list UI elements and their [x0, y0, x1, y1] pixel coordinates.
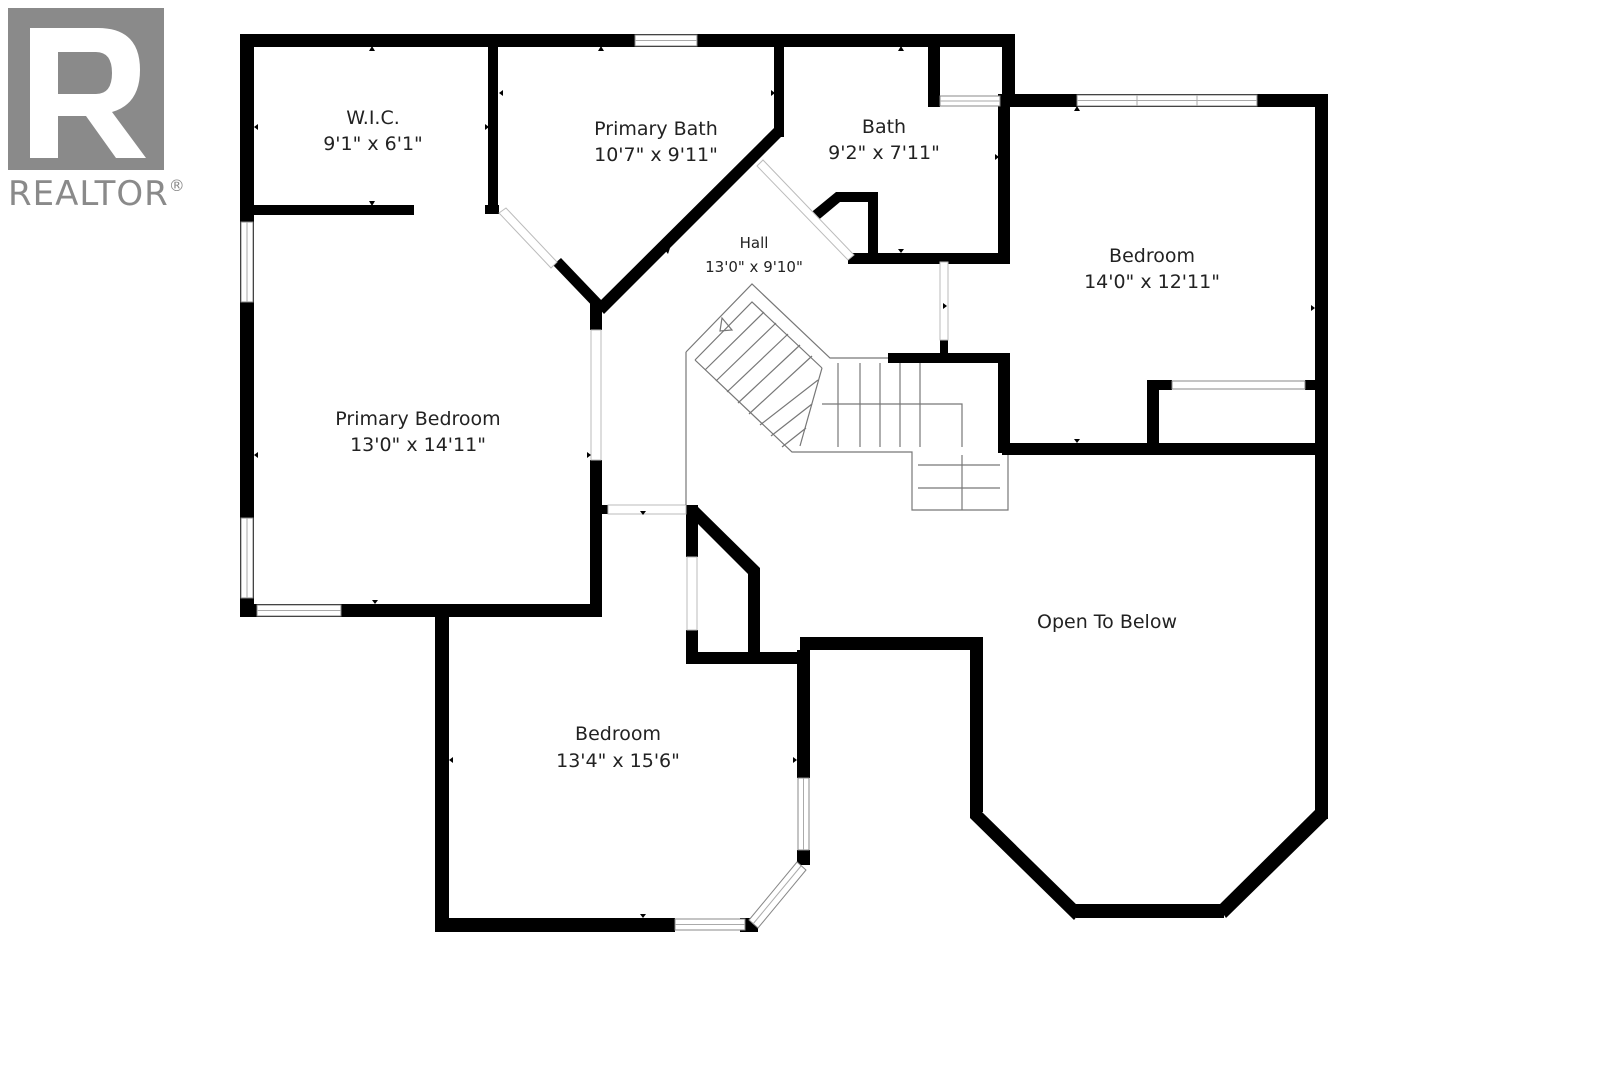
window-right-closet	[1171, 380, 1306, 390]
window-top-primary-bath	[634, 34, 698, 47]
room-dims-primary-bedroom: 13'0" x 14'11"	[350, 434, 486, 456]
room-name-primary-bath: Primary Bath	[594, 118, 718, 140]
room-name-wic: W.I.C.	[346, 107, 400, 129]
room-name-open-to-below: Open To Below	[1037, 611, 1177, 633]
window-left-lower	[240, 517, 254, 599]
room-dims-primary-bath: 10'7" x 9'11"	[594, 144, 718, 166]
room-name-bedroom-bottom: Bedroom	[575, 723, 661, 745]
window-bottom-bedroom-diagonal	[748, 861, 807, 929]
window-left-upper	[240, 221, 254, 303]
room-dims-bedroom-right: 14'0" x 12'11"	[1084, 271, 1220, 293]
window-bottom-bedroom-right	[797, 777, 810, 851]
room-name-hall: Hall	[740, 234, 769, 252]
room-name-bedroom-right: Bedroom	[1109, 245, 1195, 267]
staircase	[685, 283, 1009, 511]
walls	[240, 34, 1328, 932]
room-labels: W.I.C. 9'1" x 6'1" Primary Bath 10'7" x …	[323, 107, 1220, 772]
room-dims-bedroom-bottom: 13'4" x 15'6"	[556, 750, 680, 772]
window-bottom-bedroom-bottom	[674, 918, 746, 931]
windows	[240, 34, 1306, 931]
realtor-logo: REALTOR®	[8, 8, 186, 214]
window-right-bedroom-top	[1076, 94, 1258, 107]
door-openings	[498, 159, 949, 631]
room-dims-wic: 9'1" x 6'1"	[323, 133, 423, 155]
room-name-bath: Bath	[862, 116, 906, 138]
stair-direction-arrow-icon	[719, 316, 734, 332]
realtor-wordmark: REALTOR®	[8, 174, 186, 214]
window-primary-bedroom-bottom	[256, 604, 342, 617]
room-dims-hall: 13'0" x 9'10"	[705, 258, 803, 276]
measurement-ticks	[254, 46, 1315, 918]
room-dims-bath: 9'2" x 7'11"	[828, 142, 940, 164]
window-bath-corner	[939, 95, 1001, 107]
room-name-primary-bedroom: Primary Bedroom	[335, 408, 500, 430]
